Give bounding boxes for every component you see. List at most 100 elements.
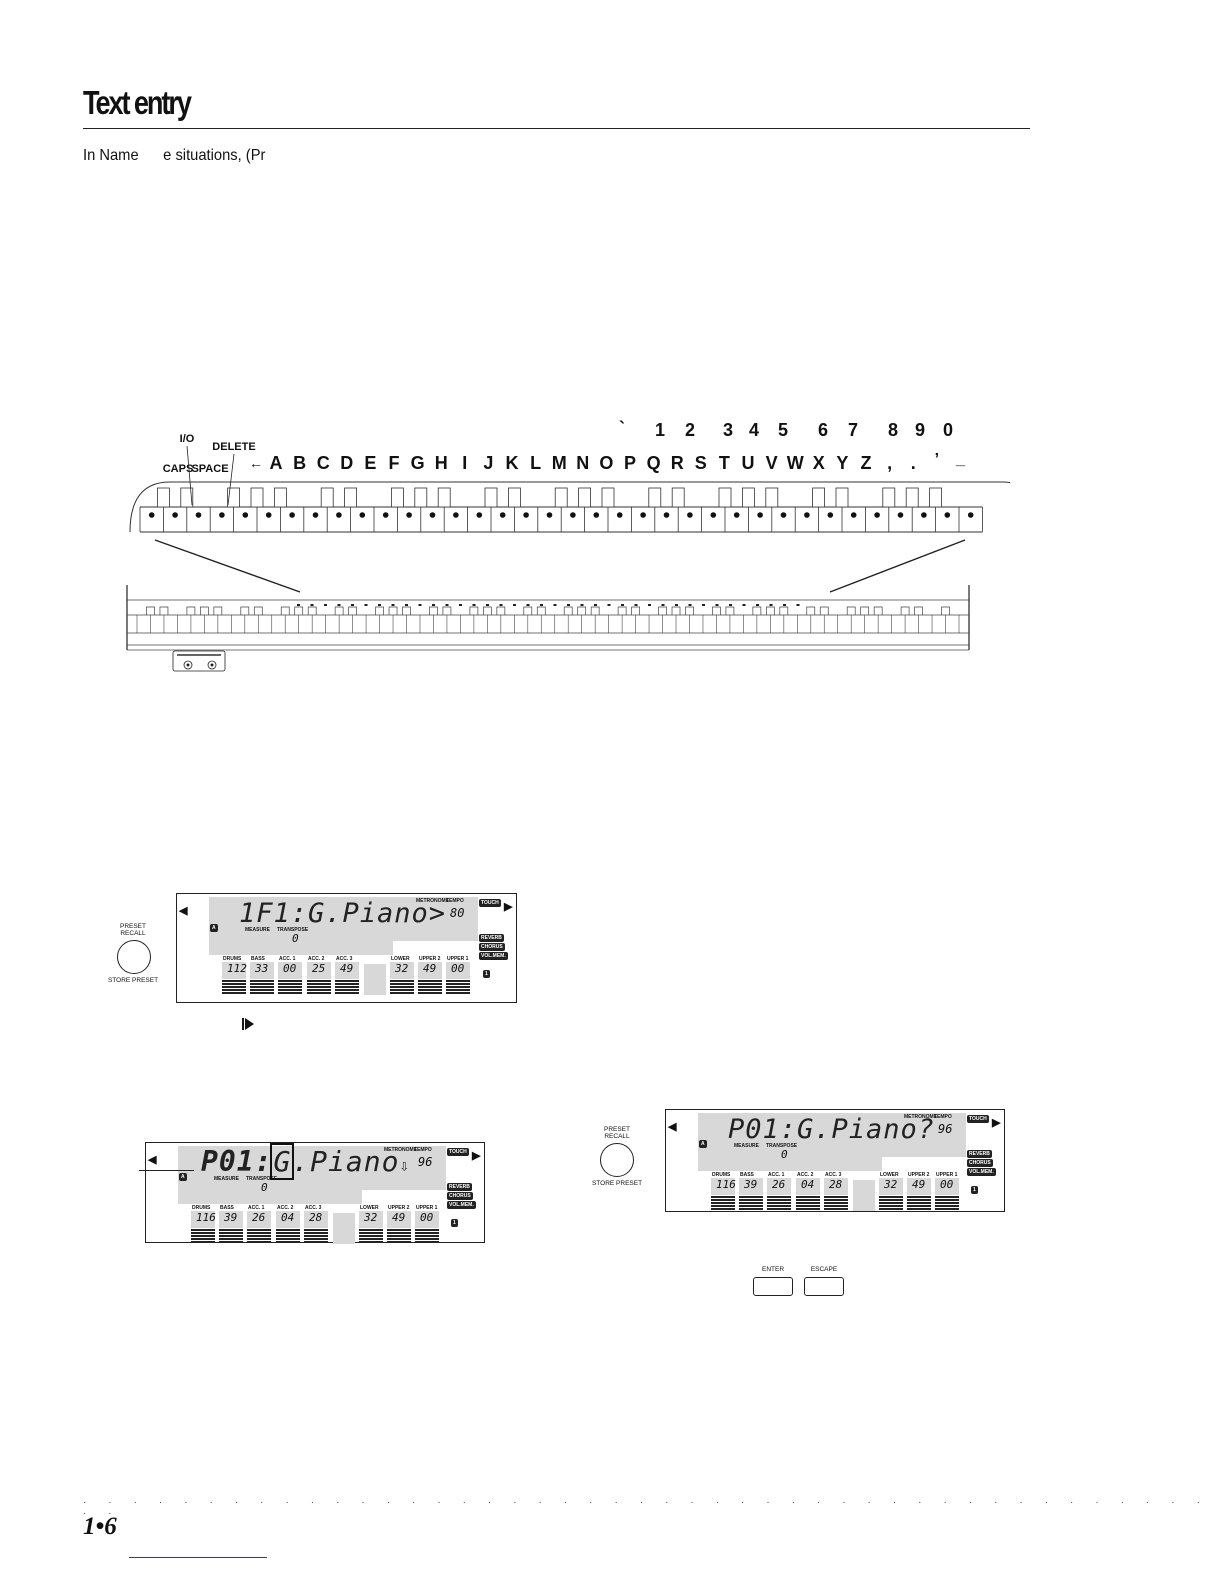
channel-bar bbox=[359, 1232, 383, 1234]
key-dot bbox=[921, 512, 927, 518]
channel-value: 49 bbox=[912, 1178, 926, 1191]
channel-bar bbox=[739, 1196, 763, 1198]
letter-label: R bbox=[671, 453, 684, 473]
channel-bar bbox=[824, 1205, 848, 1207]
letter-label: W bbox=[787, 453, 804, 473]
key-dot bbox=[804, 512, 810, 518]
preset-recall-button[interactable] bbox=[117, 940, 151, 974]
letter-label: E bbox=[364, 453, 376, 473]
apostrophe-label: ’ bbox=[935, 451, 939, 468]
key-dot bbox=[663, 512, 670, 518]
channel-value-bg bbox=[222, 962, 246, 979]
channel-bar bbox=[304, 1235, 328, 1237]
channel-bar bbox=[446, 986, 470, 988]
vol-mem-badge: VOL.MEM. bbox=[447, 1201, 476, 1209]
lcd-a-badge: A bbox=[179, 1173, 187, 1181]
key-dot bbox=[757, 512, 763, 518]
channel-bar bbox=[276, 1235, 300, 1237]
letter-label: U bbox=[742, 453, 755, 473]
preset-recall-label: PRESET RECALL bbox=[119, 923, 146, 937]
letter-label: N bbox=[576, 453, 589, 473]
chorus-badge: CHORUS bbox=[447, 1192, 473, 1200]
channel-label: UPPER 1 bbox=[447, 956, 469, 962]
channel-bar bbox=[418, 986, 442, 988]
channel-bar bbox=[304, 1229, 328, 1231]
channel-bar bbox=[796, 1208, 820, 1210]
channel-bar bbox=[824, 1202, 848, 1204]
channel-value: 39 bbox=[224, 1211, 238, 1224]
lcd-left-arrow-icon: ◀ bbox=[148, 1154, 157, 1166]
letter-label: , bbox=[887, 453, 892, 473]
channel-value: 33 bbox=[255, 962, 269, 975]
channel-bar bbox=[390, 992, 414, 994]
channel-bar bbox=[418, 980, 442, 982]
channel-bar bbox=[796, 1205, 820, 1207]
channel-label: ACC. 2 bbox=[308, 956, 325, 962]
letter-label: Q bbox=[647, 453, 661, 473]
lcd-screen bbox=[698, 1113, 966, 1157]
key-dot bbox=[897, 512, 904, 518]
channel-bar bbox=[796, 1196, 820, 1198]
lcd-tempo-label: TEMPO bbox=[414, 1147, 432, 1153]
lcd-right-arrow-icon: ▶ bbox=[504, 901, 513, 913]
digit-label: 7 bbox=[848, 420, 858, 440]
channel-bar bbox=[879, 1202, 903, 1204]
channel-bar bbox=[767, 1202, 791, 1204]
preset-recall-label-2: PRESET RECALL bbox=[603, 1126, 630, 1140]
channel-value: 32 bbox=[395, 962, 409, 975]
lcd-screen-lower bbox=[178, 1190, 362, 1204]
channel-value-bg bbox=[824, 1178, 848, 1195]
channel-label: ACC. 2 bbox=[797, 1172, 814, 1178]
channel-bar bbox=[935, 1199, 959, 1201]
digit-label: 2 bbox=[685, 420, 695, 440]
channel-value-bg bbox=[276, 1211, 300, 1228]
lcd-empty-slot bbox=[364, 964, 386, 995]
letter-label: I bbox=[462, 453, 467, 473]
channel-bar bbox=[247, 1238, 271, 1240]
channel-bar bbox=[390, 980, 414, 982]
lcd-screen-lower bbox=[698, 1157, 882, 1171]
channel-bar bbox=[307, 986, 331, 988]
space-label: SPACE bbox=[191, 463, 228, 475]
channel-bar bbox=[250, 980, 274, 982]
key-dot bbox=[359, 512, 366, 518]
channel-bar bbox=[219, 1241, 243, 1243]
channel-bar bbox=[359, 1235, 383, 1237]
channel-value-bg bbox=[879, 1178, 903, 1195]
enter-button[interactable] bbox=[753, 1277, 793, 1296]
key-dot bbox=[523, 512, 529, 518]
channel-label: BASS bbox=[740, 1172, 754, 1178]
chorus-badge: CHORUS bbox=[479, 943, 505, 951]
lcd-transpose-label: TRANSPOSE bbox=[277, 927, 309, 933]
lcd-metronome-label: METRONOME bbox=[416, 898, 450, 904]
channel-bar bbox=[387, 1232, 411, 1234]
key-dot bbox=[850, 512, 857, 518]
letter-label: L bbox=[530, 453, 541, 473]
channel-label: ACC. 3 bbox=[825, 1172, 842, 1178]
channel-bar bbox=[222, 992, 246, 994]
channel-bar bbox=[278, 986, 302, 988]
channel-bar bbox=[359, 1229, 383, 1231]
channel-value: 49 bbox=[423, 962, 437, 975]
channel-bar bbox=[935, 1196, 959, 1198]
chorus-badge: CHORUS bbox=[967, 1159, 993, 1167]
vol-mem-badge: VOL.MEM. bbox=[479, 952, 508, 960]
channel-bar bbox=[222, 980, 246, 982]
page-number: 1•6 bbox=[83, 1513, 117, 1540]
channel-label: ACC. 1 bbox=[768, 1172, 785, 1178]
lcd-transpose-value: 0 bbox=[781, 1148, 788, 1161]
key-dot bbox=[148, 512, 155, 518]
channel-label: LOWER bbox=[360, 1205, 379, 1211]
channel-bar bbox=[191, 1241, 215, 1243]
channel-label: UPPER 2 bbox=[388, 1205, 410, 1211]
footer-link-line bbox=[129, 1557, 267, 1558]
channel-value: 49 bbox=[340, 962, 354, 975]
channel-bar bbox=[222, 983, 246, 985]
channel-label: LOWER bbox=[391, 956, 410, 962]
channel-bar bbox=[191, 1229, 215, 1231]
escape-button[interactable] bbox=[804, 1277, 844, 1296]
letter-label: B bbox=[293, 453, 306, 473]
preset-recall-button-2[interactable] bbox=[600, 1143, 634, 1177]
